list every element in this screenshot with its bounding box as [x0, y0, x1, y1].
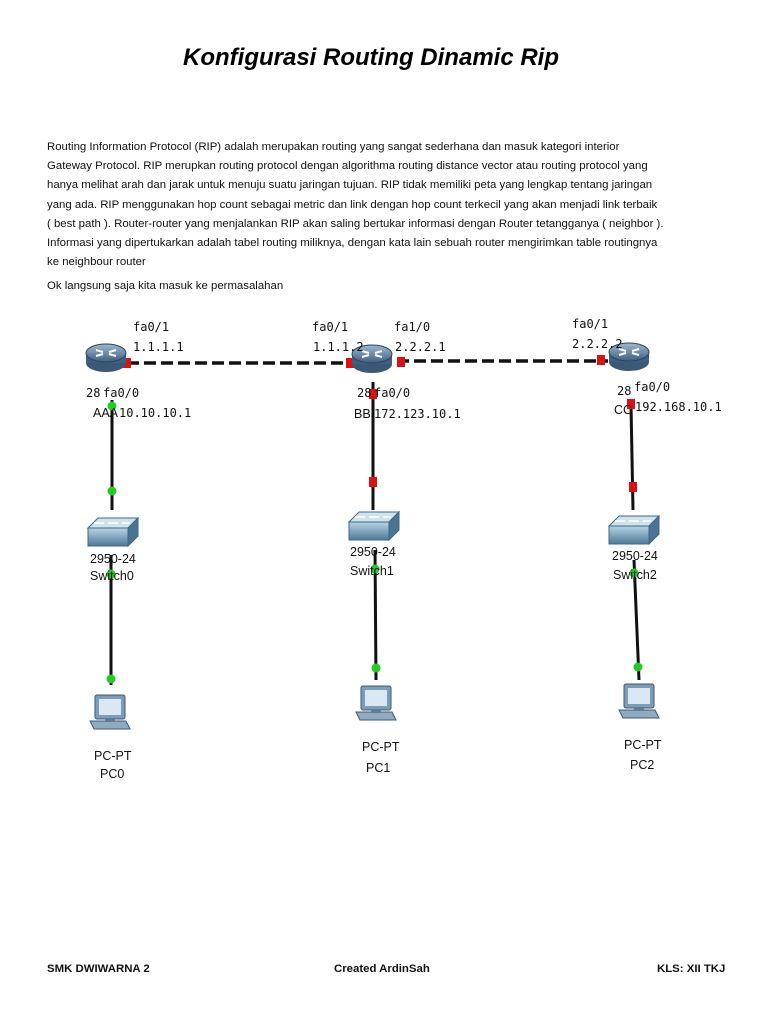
pc-2[interactable]	[618, 683, 660, 719]
pc1-model: PC-PT	[362, 740, 400, 754]
link-status-down	[627, 399, 635, 409]
rip-description-paragraph: Routing Information Protocol (RIP) adala…	[47, 138, 737, 272]
switch-2[interactable]	[608, 515, 660, 545]
switch-icon	[348, 511, 400, 541]
pc-1[interactable]	[355, 685, 397, 721]
paragraph-line: Gateway Protocol. RIP merupkan routing p…	[47, 160, 648, 173]
switch-icon	[87, 517, 139, 547]
document-title: Konfigurasi Routing Dinamic Rip	[183, 44, 559, 71]
aaa-iface-ip: 1.1.1.1	[133, 340, 184, 354]
router-icon	[85, 343, 127, 373]
switch0-model: 2950-24	[90, 552, 136, 566]
switch-1[interactable]	[348, 511, 400, 541]
bb-iface-right-ip: 2.2.2.1	[395, 340, 446, 354]
cc-router-name: CC	[614, 403, 632, 417]
link-status-down	[629, 482, 637, 492]
link-status-up	[106, 569, 116, 579]
link-status-up	[633, 662, 643, 672]
footer-author: Created ArdinSah	[334, 963, 430, 975]
switch-0[interactable]	[87, 517, 139, 547]
link-status-up	[629, 568, 639, 578]
paragraph-line: hanya melihat arah dan jarak untuk menuj…	[47, 179, 653, 192]
footer-school: SMK DWIWARNA 2	[47, 963, 150, 975]
pc-0[interactable]	[89, 694, 131, 730]
bb-model-prefix: 28	[357, 386, 371, 400]
paragraph-line: ke neighbour router	[47, 256, 146, 269]
pc1-name: PC1	[366, 761, 390, 775]
link-status-up	[371, 663, 381, 673]
pc-icon	[355, 685, 397, 721]
link-status-up	[107, 486, 117, 496]
bb-lan-iface: fa0/0	[374, 386, 410, 400]
link-status-lights	[106, 355, 643, 684]
network-topology-diagram: fa0/1 1.1.1.1 28 fa0/0 AAA 10.10.10.1 fa…	[85, 317, 722, 781]
link-status-down	[397, 357, 405, 367]
aaa-router-name: AAA	[93, 406, 119, 420]
paragraph-line: yang ada. RIP menggunakan hop count seba…	[47, 198, 658, 211]
pc-icon	[618, 683, 660, 719]
pc-icon	[89, 694, 131, 730]
cc-lan-ip: 192.168.10.1	[635, 400, 722, 414]
pc0-name: PC0	[100, 767, 124, 781]
link-status-down	[346, 358, 354, 368]
pc2-model: PC-PT	[624, 738, 662, 752]
pc2-name: PC2	[630, 758, 654, 772]
link-status-down	[123, 358, 131, 368]
aaa-lan-iface: fa0/0	[103, 386, 139, 400]
switch0-name: Switch0	[90, 569, 134, 583]
cc-lan-iface: fa0/0	[634, 380, 670, 394]
switch1-model: 2950-24	[350, 545, 396, 559]
link-status-down	[597, 355, 605, 365]
lan-link-switch2-pc2	[632, 559, 641, 681]
switch2-name: Switch2	[613, 568, 657, 582]
intro-text: Ok langsung saja kita masuk ke permasala…	[47, 280, 284, 292]
aaa-iface-name: fa0/1	[133, 320, 169, 334]
cc-iface-ip: 2.2.2.2	[572, 337, 623, 351]
bb-iface-right-name: fa1/0	[394, 320, 430, 334]
cc-model-prefix: 28	[617, 384, 631, 398]
paragraph-line: ( best path ). Router-router yang menjal…	[47, 217, 664, 230]
pc0-model: PC-PT	[94, 749, 132, 763]
paragraph-line: Informasi yang dipertukarkan adalah tabe…	[47, 237, 658, 250]
footer-class: KLS: XII TKJ	[657, 963, 726, 975]
paragraph-line: Routing Information Protocol (RIP) adala…	[47, 141, 620, 153]
router-aaa[interactable]	[85, 343, 127, 373]
switch-icon	[608, 515, 660, 545]
bb-router-name: BB	[354, 407, 371, 421]
bb-lan-ip: 172.123.10.1	[374, 407, 461, 421]
link-status-up	[370, 564, 380, 574]
bb-iface-left-name: fa0/1	[312, 320, 348, 334]
link-status-up	[107, 401, 117, 411]
switch1-name: Switch1	[350, 564, 394, 578]
cc-iface-name: fa0/1	[572, 317, 608, 331]
link-status-down	[369, 389, 377, 399]
lan-link-cc-switch2	[629, 404, 635, 511]
bb-iface-left-ip: 1.1.1.2	[313, 340, 364, 354]
switch2-model: 2950-24	[612, 549, 658, 563]
aaa-lan-ip: 10.10.10.1	[119, 406, 191, 420]
link-status-up	[106, 674, 116, 684]
aaa-model-prefix: 28	[86, 386, 100, 400]
link-status-down	[369, 477, 377, 487]
